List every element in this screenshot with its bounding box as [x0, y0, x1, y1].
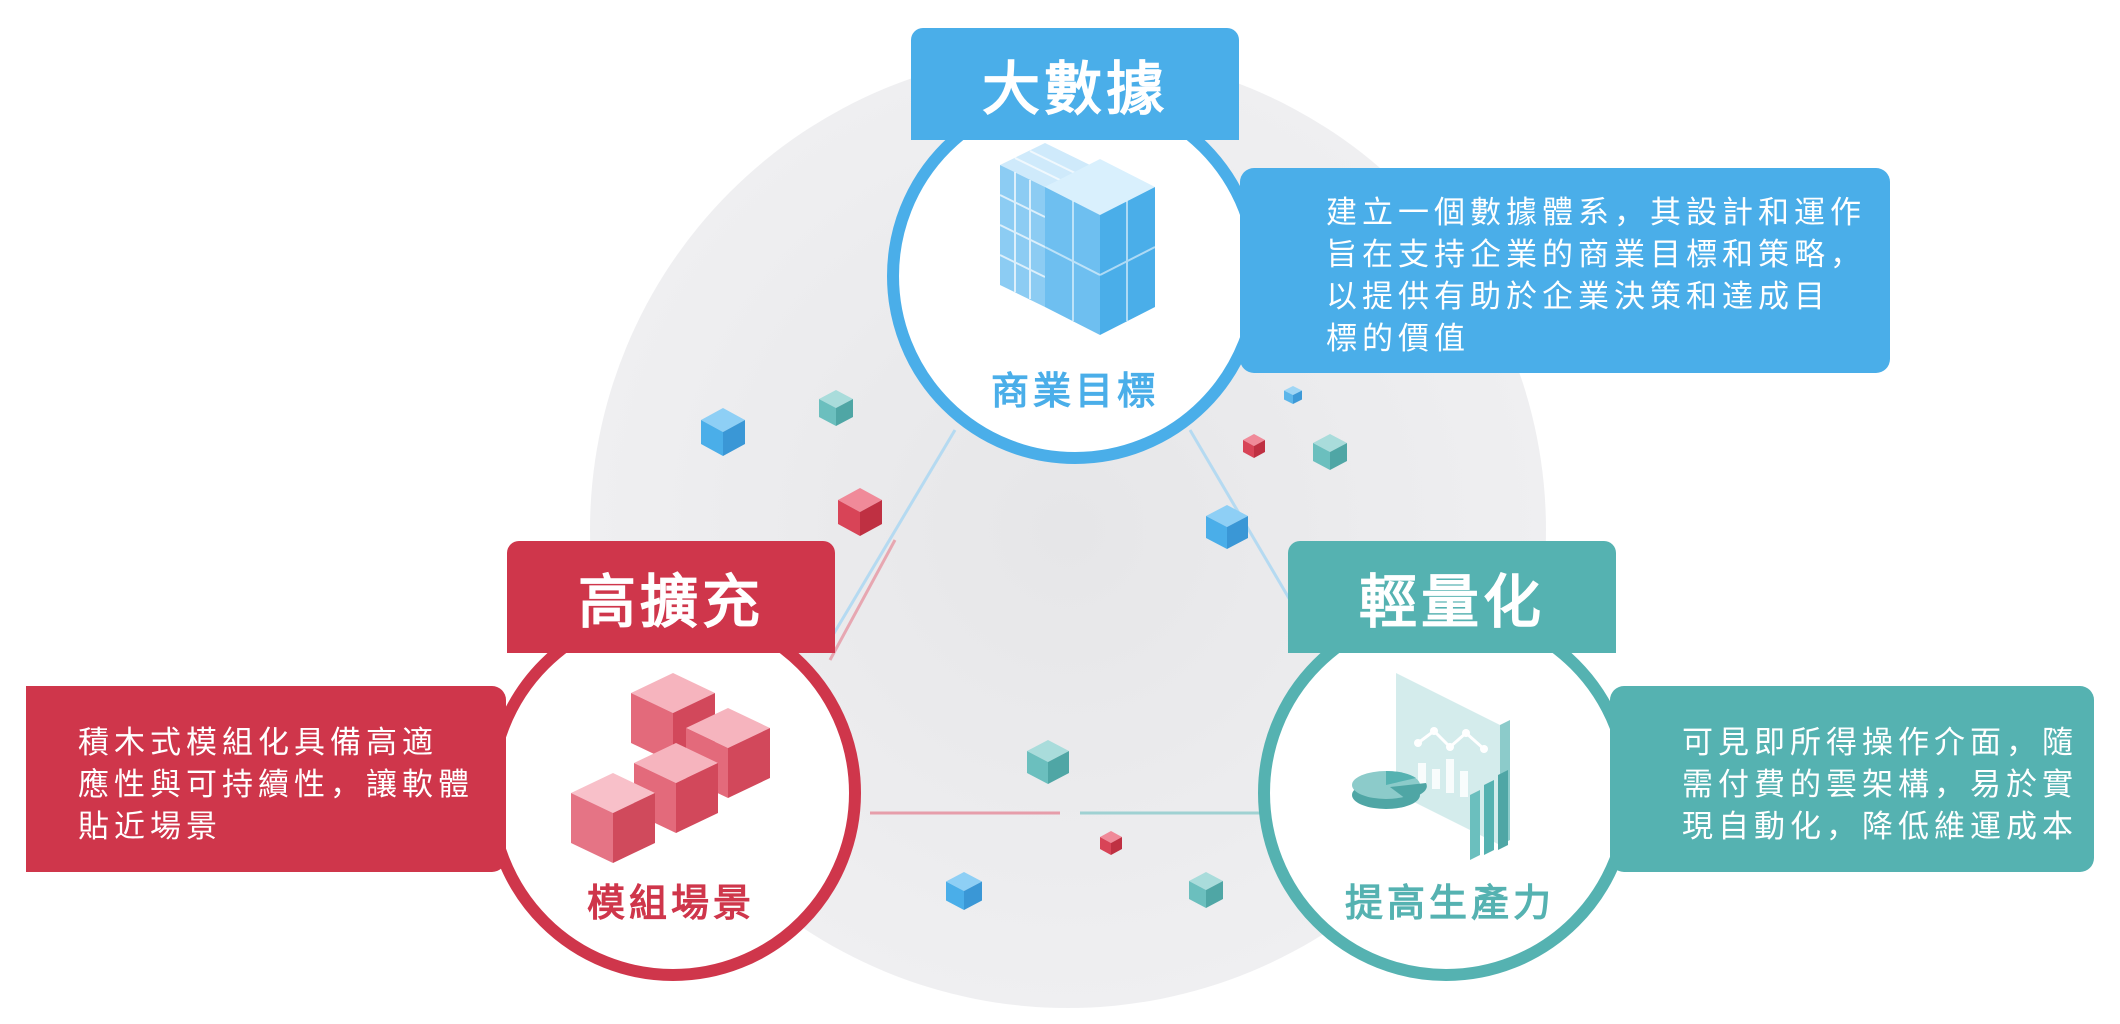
- floating-cube-blue: [1206, 505, 1248, 549]
- scalability-description-box: 積木式模組化具備高適 應性與可持續性，讓軟體 貼近場景: [26, 686, 506, 872]
- lightweight-subtitle: 提高生產力: [1344, 881, 1555, 925]
- lightweight-description-box: 可見即所得操作介面，隨 需付費的雲架構，易於實 現自動化，降低維運成本: [1610, 686, 2094, 872]
- lightweight-description-line: 需付費的雲架構，易於實: [1682, 767, 2078, 803]
- big-data-description-line: 建立一個數據體系，其設計和運作: [1326, 195, 1866, 231]
- lightweight-description-line: 現自動化，降低維運成本: [1682, 809, 2078, 845]
- scalability-description-line: 貼近場景: [78, 809, 222, 845]
- floating-cube-teal: [1313, 434, 1347, 470]
- big-data-subtitle: 商業目標: [990, 369, 1159, 413]
- floating-cube-teal: [1189, 872, 1223, 908]
- lightweight-description-line: 可見即所得操作介面，隨: [1682, 725, 2078, 761]
- scalability-description-line: 應性與可持續性，讓軟體: [78, 767, 474, 803]
- floating-cube-red: [1100, 831, 1122, 855]
- floating-cube-teal: [819, 390, 853, 426]
- big-data-description-line: 標的價值: [1326, 321, 1470, 357]
- floating-cube-blue: [1284, 386, 1302, 404]
- scalability-title-tab: 高擴充: [507, 541, 835, 653]
- big-data-description-line: 以提供有助於企業決策和達成目: [1326, 279, 1830, 315]
- dashboard-chart-icon: [1352, 673, 1510, 860]
- scalability-description-line: 積木式模組化具備高適: [78, 725, 438, 761]
- big-data-description-line: 旨在支持企業的商業目標和策略，: [1326, 237, 1866, 273]
- big-data-title-tab: 大數據: [911, 28, 1239, 140]
- floating-cube-red: [838, 488, 882, 536]
- scalability-title: 高擴充: [577, 568, 764, 636]
- big-data-title: 大數據: [981, 55, 1168, 123]
- scalability-subtitle: 模組場景: [586, 881, 755, 925]
- lightweight-title-tab: 輕量化: [1288, 541, 1616, 653]
- lightweight-title: 輕量化: [1358, 568, 1545, 636]
- floating-cube-blue: [701, 408, 745, 456]
- floating-cube-red: [1243, 434, 1265, 458]
- big-data-description-box: 建立一個數據體系，其設計和運作 旨在支持企業的商業目標和策略， 以提供有助於企業…: [1240, 168, 1890, 373]
- stacked-blocks-icon: [571, 673, 770, 863]
- data-cube-stack-icon: [999, 143, 1156, 335]
- floating-cube-teal: [1027, 740, 1069, 784]
- floating-cube-blue: [946, 872, 982, 910]
